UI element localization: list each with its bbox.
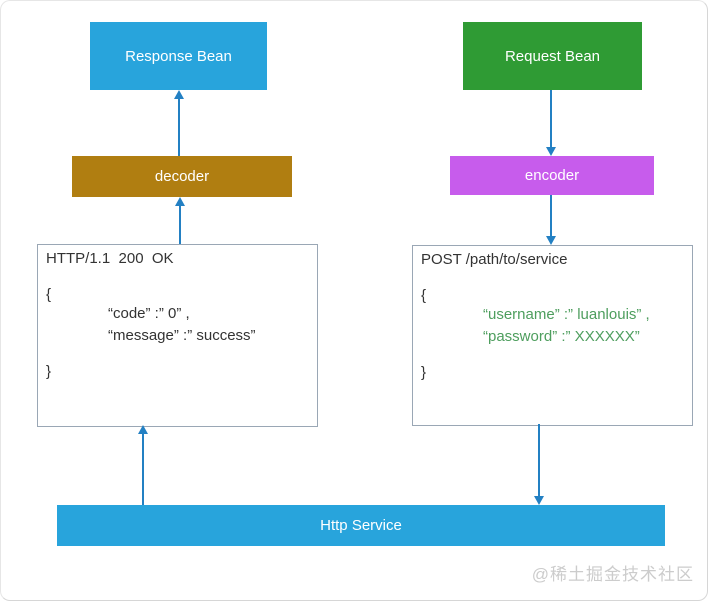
- http-request-message-box: POST /path/to/service { “username” :” lu…: [412, 245, 693, 426]
- watermark: @稀土掘金技术社区: [531, 565, 694, 584]
- http-request-brace-close: }: [421, 364, 427, 381]
- http-response-brace-close: }: [46, 363, 52, 380]
- arrow-down-icon: [546, 147, 556, 156]
- arrow-response-msg-to-decoder: [179, 206, 181, 244]
- arrow-http-service-to-response-msg: [142, 434, 144, 505]
- arrow-up-icon: [175, 197, 185, 206]
- arrow-request-bean-to-encoder: [550, 90, 552, 147]
- http-response-body-line: “message” :” success”: [108, 327, 256, 344]
- http-request-body-line: “username” :” luanlouis” ,: [483, 306, 650, 323]
- http-response-message-box: HTTP/1.1 200 OK { “code” :” 0” , “messag…: [37, 244, 318, 427]
- node-http-service-label: Http Service: [320, 517, 402, 534]
- node-http-service: Http Service: [57, 505, 665, 546]
- node-response-bean-label: Response Bean: [125, 47, 232, 65]
- arrow-request-msg-to-http-service: [538, 424, 540, 496]
- arrow-decoder-to-response-bean: [178, 99, 180, 156]
- arrow-encoder-to-request-msg: [550, 195, 552, 236]
- arrow-up-icon: [174, 90, 184, 99]
- node-request-bean-label: Request Bean: [504, 47, 601, 65]
- arrow-down-icon: [546, 236, 556, 245]
- node-request-bean: Request Bean: [463, 22, 642, 90]
- node-response-bean: Response Bean: [90, 22, 267, 90]
- http-request-body-line: “password” :” XXXXXX”: [483, 328, 640, 345]
- arrow-up-icon: [138, 425, 148, 434]
- node-encoder: encoder: [450, 156, 654, 195]
- http-request-line: POST /path/to/service: [421, 251, 568, 268]
- arrow-down-icon: [534, 496, 544, 505]
- node-decoder: decoder: [72, 156, 292, 197]
- node-decoder-label: decoder: [154, 168, 210, 185]
- http-request-brace-open: {: [421, 287, 427, 304]
- http-response-brace-open: {: [46, 286, 52, 303]
- node-encoder-label: encoder: [524, 167, 580, 184]
- http-response-status-line: HTTP/1.1 200 OK: [46, 250, 174, 267]
- http-response-body-line: “code” :” 0” ,: [108, 305, 190, 322]
